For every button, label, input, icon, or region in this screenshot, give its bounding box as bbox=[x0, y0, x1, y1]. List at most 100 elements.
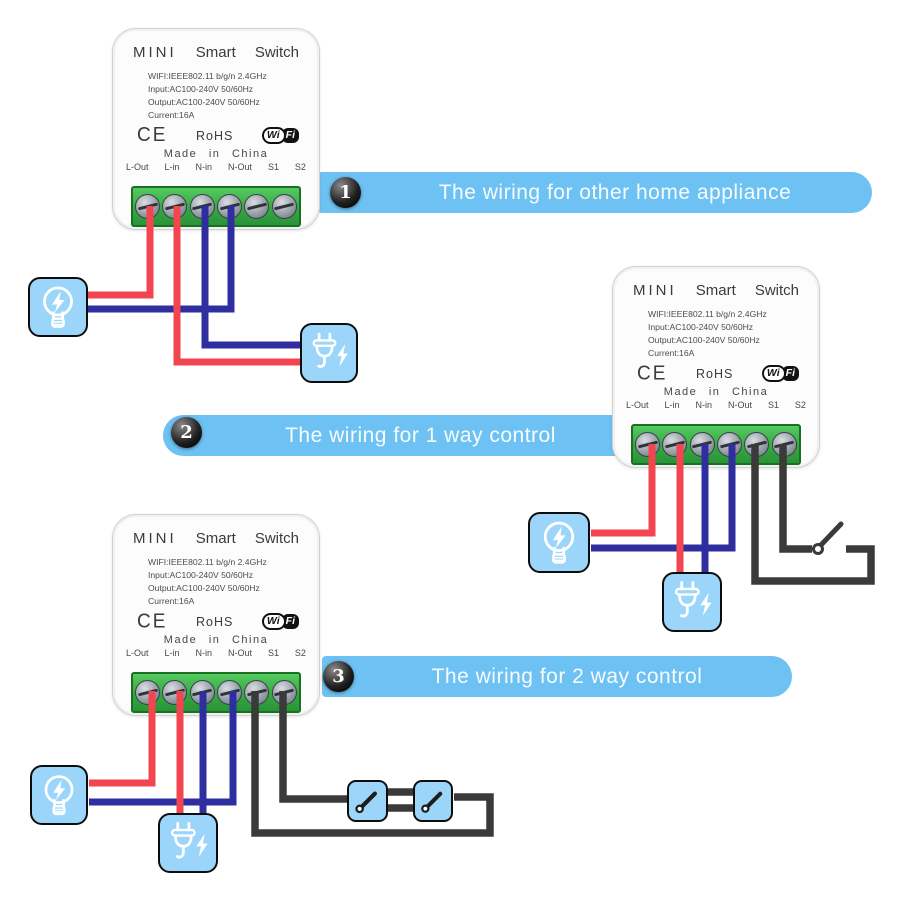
wall-switch-icon bbox=[413, 780, 453, 822]
certification-row: CE RoHS Wi Fi bbox=[113, 608, 319, 633]
spec-line-current: Current:16A bbox=[148, 595, 195, 606]
terminal-screw bbox=[744, 432, 770, 457]
light-bulb-icon bbox=[30, 765, 88, 825]
device-title-mini: MINI bbox=[633, 282, 677, 299]
wall-switch-lever bbox=[818, 521, 844, 548]
terminal-label-s1: S1 bbox=[767, 399, 779, 410]
wifi-logo-wi: Wi bbox=[261, 613, 286, 631]
wifi-logo-icon: Wi Fi bbox=[261, 127, 299, 145]
terminal-label-l-out: L-Out bbox=[126, 647, 149, 658]
step-3-badge: 3 bbox=[323, 661, 354, 692]
certification-row: CE RoHS Wi Fi bbox=[613, 360, 819, 385]
spec-line-input: Input:AC100-240V 50/60Hz bbox=[148, 569, 254, 580]
terminal-labels: L-Out L-in N-in N-Out S1 S2 bbox=[113, 648, 319, 658]
terminal-screw bbox=[244, 194, 270, 219]
terminal-label-l-out: L-Out bbox=[626, 399, 649, 410]
device-title-smart: Smart bbox=[195, 530, 236, 547]
device-title-smart: Smart bbox=[195, 44, 236, 61]
spec-line-wifi: WIFI:IEEE802.11 b/g/n 2.4GHz bbox=[148, 71, 267, 81]
wall-switch-icon bbox=[347, 780, 388, 822]
device-title-switch: Switch bbox=[254, 44, 299, 61]
rohs-label: RoHS bbox=[195, 614, 234, 629]
terminal-screw bbox=[771, 432, 797, 457]
smart-switch-device-2: MINI Smart Switch WIFI:IEEE802.11 b/g/n … bbox=[612, 266, 820, 468]
rohs-label: RoHS bbox=[695, 366, 734, 381]
wifi-logo-fi: Fi bbox=[281, 614, 299, 630]
light-bulb-icon bbox=[28, 277, 88, 337]
device-title-smart: Smart bbox=[695, 282, 736, 299]
device-title: MINI Smart Switch bbox=[613, 267, 819, 299]
banner-1-way-control: The wiring for 1 way control bbox=[163, 415, 648, 456]
device-title-switch: Switch bbox=[254, 530, 299, 547]
terminal-label-l-in: L-in bbox=[164, 161, 180, 172]
spec-line-output: Output:AC100-240V 50/60Hz bbox=[148, 582, 260, 593]
terminal-screw bbox=[244, 680, 270, 705]
terminal-labels: L-Out L-in N-in N-Out S1 S2 bbox=[113, 162, 319, 172]
spec-line-current: Current:16A bbox=[148, 109, 195, 120]
banner-label: The wiring for other home appliance bbox=[438, 180, 792, 204]
light-bulb-icon bbox=[528, 512, 590, 573]
step-number: 2 bbox=[180, 422, 193, 443]
device-specs: WIFI:IEEE802.11 b/g/n 2.4GHz Input:AC100… bbox=[113, 70, 319, 122]
wifi-logo-wi: Wi bbox=[761, 365, 786, 383]
ce-mark: CE bbox=[637, 362, 668, 385]
terminal-label-n-out: N-Out bbox=[227, 647, 252, 658]
terminal-label-n-in: N-in bbox=[195, 647, 212, 658]
made-in-china-label: Made in China bbox=[163, 633, 269, 646]
terminal-screw bbox=[217, 680, 243, 705]
terminal-screw bbox=[135, 680, 161, 705]
ce-mark: CE bbox=[137, 610, 168, 633]
spec-line-input: Input:AC100-240V 50/60Hz bbox=[148, 83, 254, 94]
terminal-label-l-out: L-Out bbox=[126, 161, 149, 172]
terminal-screw bbox=[217, 194, 243, 219]
terminal-block bbox=[131, 672, 301, 713]
terminal-screw bbox=[189, 680, 215, 705]
terminal-screw bbox=[271, 680, 297, 705]
smart-switch-device-1: MINI Smart Switch WIFI:IEEE802.11 b/g/n … bbox=[112, 28, 320, 230]
wifi-logo-icon: Wi Fi bbox=[261, 613, 299, 631]
step-2-badge: 2 bbox=[171, 417, 202, 448]
terminal-label-s2: S2 bbox=[794, 399, 806, 410]
terminal-label-s1: S1 bbox=[267, 647, 279, 658]
power-plug-icon bbox=[300, 323, 358, 383]
device-specs: WIFI:IEEE802.11 b/g/n 2.4GHz Input:AC100… bbox=[613, 308, 819, 360]
terminal-screw bbox=[717, 432, 743, 457]
made-in-china-label: Made in China bbox=[163, 147, 269, 160]
spec-line-output: Output:AC100-240V 50/60Hz bbox=[648, 334, 760, 345]
made-in-china-label: Made in China bbox=[663, 385, 769, 398]
banner-label: The wiring for 1 way control bbox=[285, 423, 556, 447]
device-title-mini: MINI bbox=[133, 530, 177, 547]
terminal-screw bbox=[162, 194, 188, 219]
terminal-screw bbox=[162, 680, 188, 705]
banner-other-home-appliance: The wiring for other home appliance bbox=[318, 172, 872, 213]
device-specs: WIFI:IEEE802.11 b/g/n 2.4GHz Input:AC100… bbox=[113, 556, 319, 608]
terminal-screw bbox=[189, 194, 215, 219]
banner-2-way-control: The wiring for 2 way control bbox=[322, 656, 792, 697]
terminal-label-n-out: N-Out bbox=[227, 161, 252, 172]
spec-line-output: Output:AC100-240V 50/60Hz bbox=[148, 96, 260, 107]
banner-label: The wiring for 2 way control bbox=[431, 664, 703, 688]
spec-line-wifi: WIFI:IEEE802.11 b/g/n 2.4GHz bbox=[148, 557, 267, 567]
terminal-screw bbox=[635, 432, 661, 457]
terminal-labels: L-Out L-in N-in N-Out S1 S2 bbox=[613, 400, 819, 410]
smart-switch-device-3: MINI Smart Switch WIFI:IEEE802.11 b/g/n … bbox=[112, 514, 320, 716]
terminal-label-s2: S2 bbox=[294, 161, 306, 172]
ce-mark: CE bbox=[137, 124, 168, 147]
power-plug-icon bbox=[662, 572, 722, 632]
terminal-block bbox=[631, 424, 801, 465]
step-1-badge: 1 bbox=[330, 177, 361, 208]
terminal-label-n-in: N-in bbox=[195, 161, 212, 172]
device-title-mini: MINI bbox=[133, 44, 177, 61]
terminal-screw bbox=[662, 432, 688, 457]
terminal-screw bbox=[135, 194, 161, 219]
terminal-screw bbox=[689, 432, 715, 457]
step-number: 3 bbox=[332, 666, 345, 687]
wifi-logo-fi: Fi bbox=[281, 128, 299, 144]
terminal-label-n-in: N-in bbox=[695, 399, 712, 410]
wall-switch-pivot bbox=[812, 543, 824, 555]
terminal-block bbox=[131, 186, 301, 227]
terminal-screw bbox=[271, 194, 297, 219]
spec-line-current: Current:16A bbox=[648, 347, 695, 358]
step-number: 1 bbox=[339, 182, 352, 203]
